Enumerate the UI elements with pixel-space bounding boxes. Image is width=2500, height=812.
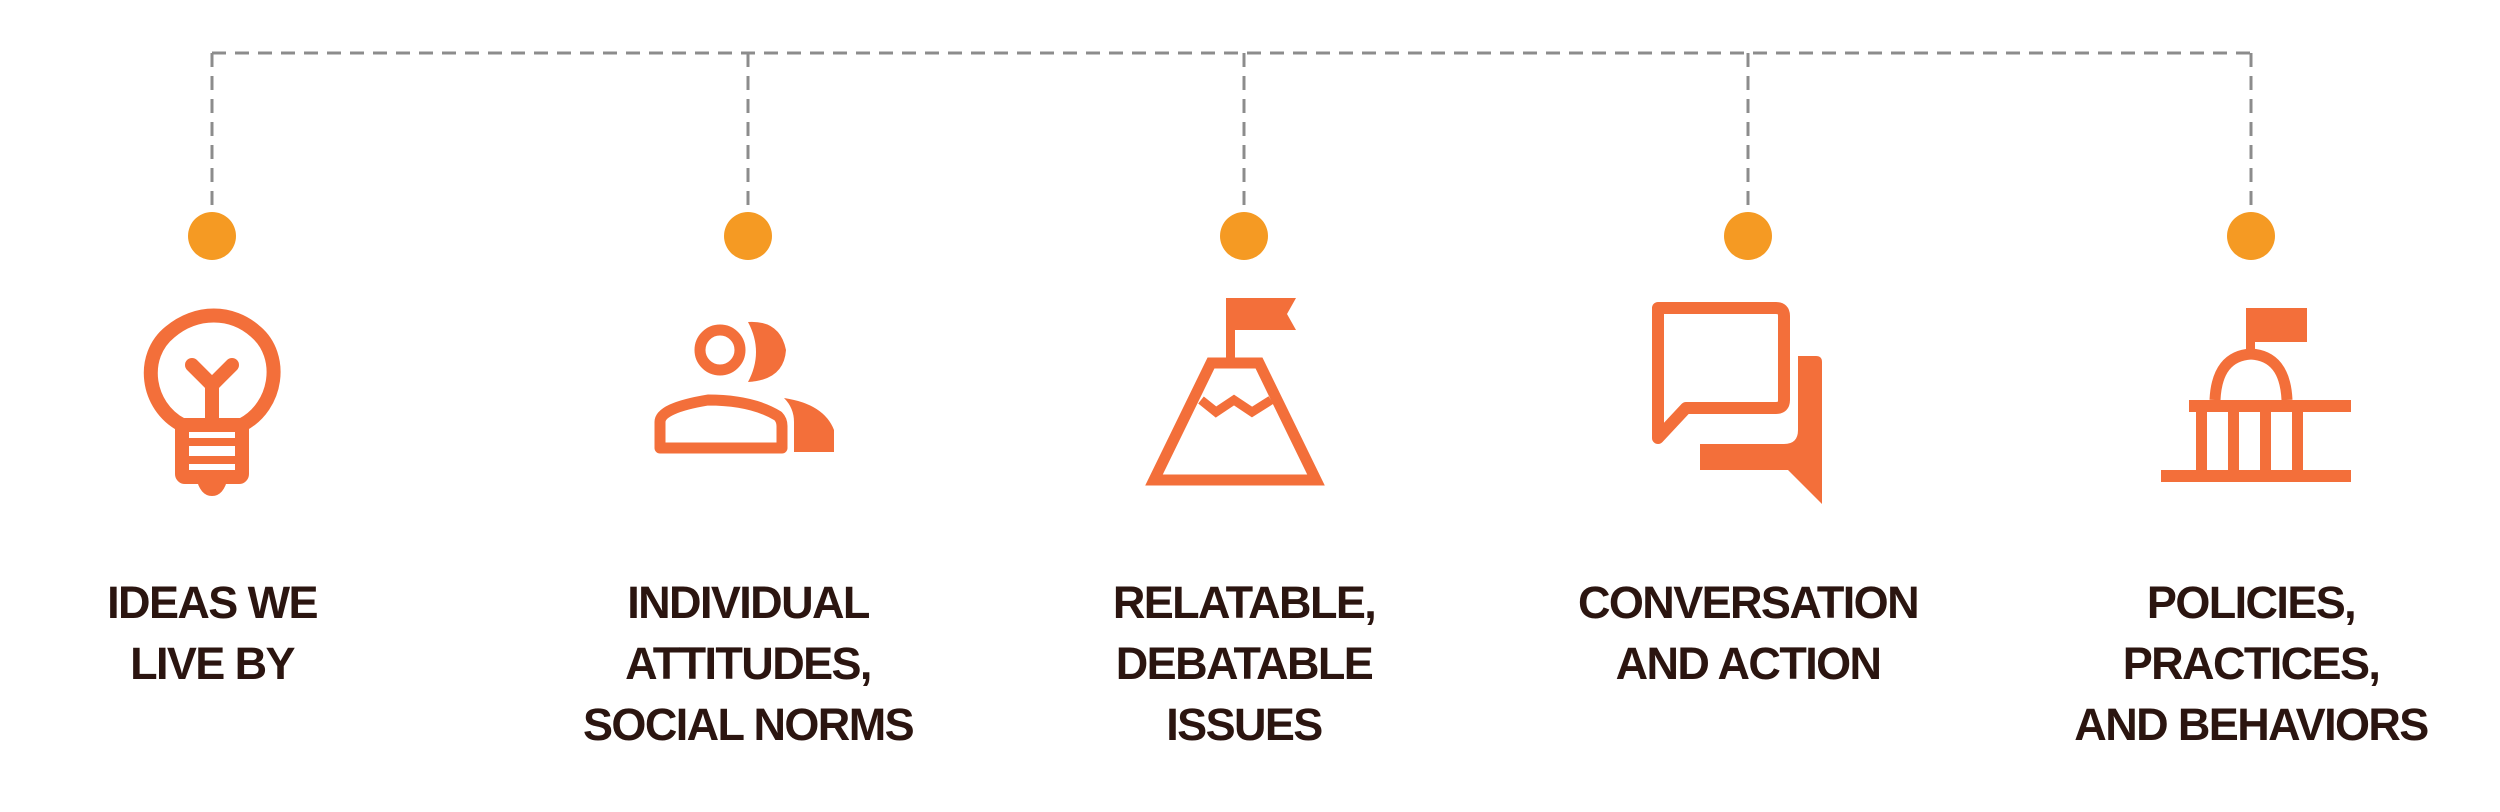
chat-bubbles-icon — [1652, 302, 1822, 504]
stage-individual-attitudes: INDIVIDUAL ATTITUDES, SOCIAL NORMS — [538, 0, 958, 812]
stage-dot — [1220, 212, 1268, 260]
stage-conversation-and-action: CONVERSATION AND ACTION — [1538, 0, 1958, 812]
stage-label: INDIVIDUAL ATTITUDES, SOCIAL NORMS — [583, 577, 915, 750]
people-icon — [654, 321, 834, 454]
stage-label: IDEAS WE LIVE BY — [107, 577, 318, 689]
stage-dot — [1724, 212, 1772, 260]
stage-label: CONVERSATION AND ACTION — [1578, 577, 1920, 689]
stage-dot — [188, 212, 236, 260]
mountain-flag-icon — [1145, 298, 1325, 486]
stage-policies-practices-behaviors: POLICIES, PRACTICES, AND BEHAVIORS — [2041, 0, 2461, 812]
lightbulb-icon — [143, 308, 281, 496]
stage-dot — [2227, 212, 2275, 260]
stage-label: RELATABLE, DEBATABLE ISSUES — [1112, 577, 1377, 750]
stage-dot — [724, 212, 772, 260]
stage-ideas-we-live-by: IDEAS WE LIVE BY — [2, 0, 422, 812]
stage-label: POLICIES, PRACTICES, AND BEHAVIORS — [2074, 577, 2429, 750]
stage-relatable-debatable-issues: RELATABLE, DEBATABLE ISSUES — [1034, 0, 1454, 812]
capitol-building-icon — [2161, 308, 2351, 482]
